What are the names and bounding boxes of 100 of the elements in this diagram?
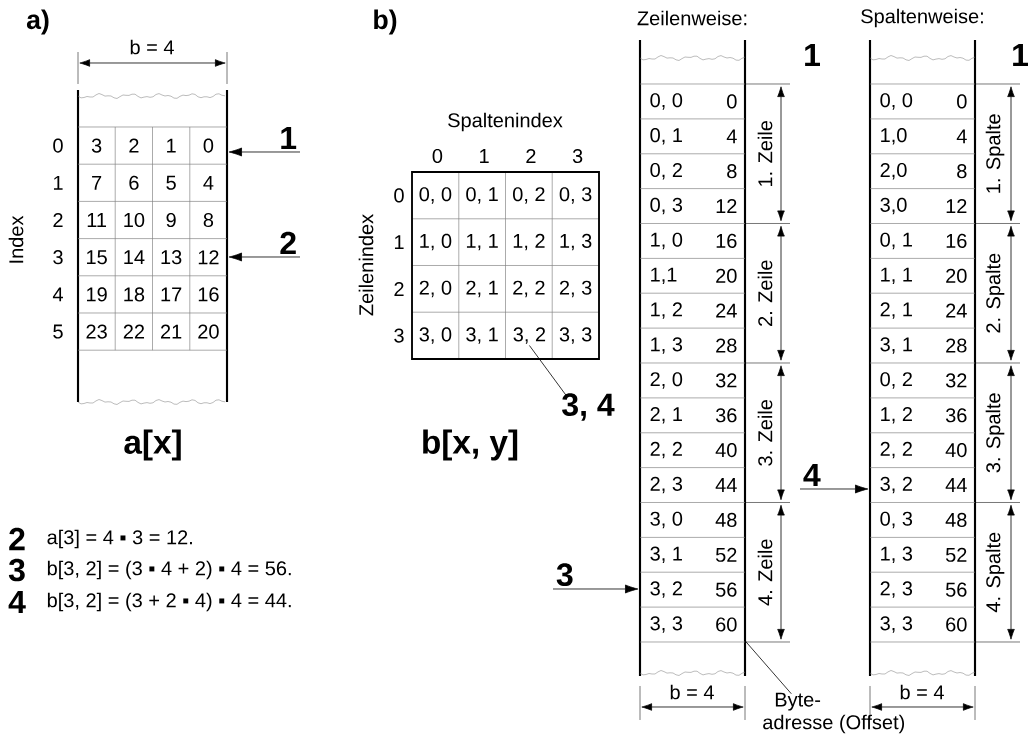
table-cell: 0, 0 bbox=[880, 93, 913, 110]
table-cell: 3, 1 bbox=[650, 546, 682, 564]
table-cell: 1,0 bbox=[881, 128, 907, 145]
table-cell: 10 bbox=[124, 212, 145, 228]
table-cell: 1, 1 bbox=[881, 267, 912, 284]
table-cell: 32 bbox=[715, 373, 737, 388]
table-cell: 24 bbox=[716, 303, 737, 318]
table-cell: 0, 3 bbox=[880, 511, 913, 529]
table-cell: 56 bbox=[945, 582, 967, 597]
table-cell: 44 bbox=[715, 478, 737, 492]
table-cell: 6 bbox=[129, 175, 139, 190]
table-cell: 18 bbox=[124, 287, 145, 302]
row-index: 1 bbox=[394, 235, 404, 249]
arrow bbox=[228, 252, 301, 262]
table-cell: 3, 1 bbox=[466, 327, 498, 344]
leader-line bbox=[529, 345, 567, 397]
formula-text: b[3, 2] = (3 ▪ 4 + 2) ▪ 4 = 56. bbox=[47, 560, 291, 580]
table-cell: 1, 1 bbox=[466, 233, 498, 251]
table-cell: 3, 3 bbox=[650, 616, 683, 633]
callout-label: 3, 4 bbox=[562, 393, 615, 421]
table-cell: 60 bbox=[716, 617, 737, 632]
callout-label: 2 bbox=[280, 231, 296, 255]
table-cell: 4 bbox=[956, 129, 967, 144]
table-cell: 2, 2 bbox=[650, 441, 682, 459]
table-cell: 32 bbox=[945, 373, 967, 388]
table-cell: 28 bbox=[716, 338, 737, 353]
callout-label: 4 bbox=[803, 464, 821, 487]
table-cell: 2, 0 bbox=[419, 280, 452, 298]
table-cell: 1, 0 bbox=[651, 232, 683, 250]
table-cell: 60 bbox=[946, 617, 967, 632]
table-cell: 52 bbox=[715, 547, 737, 562]
table-cell: 3 bbox=[91, 138, 102, 153]
column-index: 0 bbox=[432, 148, 443, 164]
table-cell: 17 bbox=[161, 287, 182, 302]
table-cell: 8 bbox=[203, 212, 214, 228]
table-cell: 2,0 bbox=[880, 162, 907, 180]
column-index: 3 bbox=[572, 148, 583, 164]
table-cell: 0, 0 bbox=[650, 93, 683, 110]
table-cell: 20 bbox=[198, 324, 219, 339]
callout-number: 2 bbox=[9, 527, 25, 551]
table-cell: 12 bbox=[716, 199, 737, 213]
table-cell: 2, 0 bbox=[650, 372, 683, 389]
arrow bbox=[228, 147, 301, 157]
table-cell: 19 bbox=[87, 287, 107, 302]
table-cell: 2 bbox=[129, 138, 139, 153]
memory-strip bbox=[76, 88, 229, 404]
table-cell: 20 bbox=[946, 268, 967, 283]
arrow bbox=[799, 484, 869, 494]
table-cell: 0, 1 bbox=[650, 128, 682, 145]
table-cell: 1, 3 bbox=[881, 546, 913, 564]
table-cell: 5 bbox=[166, 175, 176, 190]
table-cell: 0, 2 bbox=[513, 187, 545, 204]
formula-text: a[3] = 4 ▪ 3 = 12. bbox=[47, 529, 192, 549]
table-cell: 1, 3 bbox=[651, 337, 683, 354]
table-cell: 28 bbox=[946, 338, 967, 353]
table-cell: 15 bbox=[87, 250, 107, 265]
table-cell: 2, 1 bbox=[466, 280, 498, 298]
callout-number: 1 bbox=[1013, 44, 1028, 66]
table-cell: 3, 2 bbox=[880, 476, 912, 494]
table-cell: 11 bbox=[87, 213, 106, 227]
arrow bbox=[552, 584, 639, 594]
table-cell: 9 bbox=[166, 212, 176, 228]
table-cell: 0 bbox=[957, 94, 967, 109]
callout-label: 3 bbox=[556, 563, 573, 587]
table-cell: 3, 0 bbox=[419, 327, 452, 344]
table-cell: 48 bbox=[715, 512, 737, 527]
table-cell: 3, 3 bbox=[880, 616, 913, 633]
table-cell: 1, 0 bbox=[420, 233, 452, 251]
axis-label: Index bbox=[8, 215, 24, 263]
table-cell: 0, 1 bbox=[466, 187, 498, 204]
table-cell: 8 bbox=[957, 164, 967, 179]
table-cell: 1,1 bbox=[651, 267, 677, 284]
callout-label: 1 bbox=[281, 127, 297, 150]
table-cell: 4 bbox=[203, 175, 214, 190]
column-index: 1 bbox=[480, 149, 489, 163]
table-cell: 0 bbox=[727, 94, 737, 109]
row-index: 3 bbox=[394, 328, 404, 343]
table-cell: 8 bbox=[727, 164, 737, 179]
table-cell: 3, 2 bbox=[513, 327, 546, 344]
table-cell: 52 bbox=[945, 547, 967, 562]
column-index: 2 bbox=[526, 149, 536, 163]
table-cell: 0, 1 bbox=[880, 232, 912, 250]
table-cell: 22 bbox=[123, 324, 145, 339]
callout-number: 1 bbox=[805, 44, 820, 66]
table-cell: 56 bbox=[715, 582, 737, 597]
table-cell: 48 bbox=[945, 512, 967, 527]
formula-text: b[3, 2] = (3 + 2 ▪ 4) ▪ 4 = 44. bbox=[47, 592, 291, 612]
table-cell: 1, 3 bbox=[560, 233, 592, 251]
callout-number: 4 bbox=[8, 591, 26, 613]
panel-label: a) bbox=[26, 9, 49, 35]
table-cell: 2, 3 bbox=[559, 280, 592, 298]
table-cell: 2, 3 bbox=[650, 476, 683, 494]
table-cell: 0, 0 bbox=[419, 187, 452, 204]
table-cell: 2, 1 bbox=[650, 407, 682, 424]
table-cell: 2, 3 bbox=[880, 581, 913, 598]
table-cell: 2, 2 bbox=[513, 280, 545, 298]
callout-number: 3 bbox=[8, 558, 25, 582]
table-cell: 44 bbox=[945, 478, 967, 492]
table-cell: 0 bbox=[203, 138, 214, 153]
table-cell: 16 bbox=[716, 233, 737, 248]
